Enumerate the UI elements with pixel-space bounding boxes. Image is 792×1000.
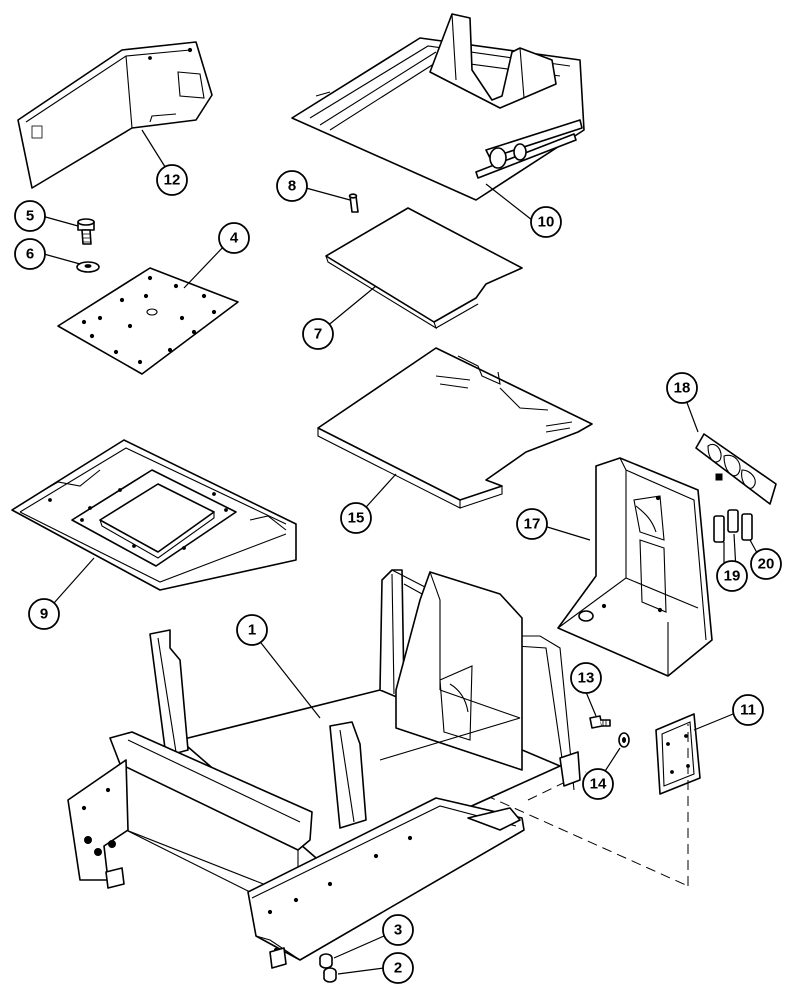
callout-11: 12 xyxy=(156,164,188,196)
callout-9: 9 xyxy=(28,598,60,630)
callout-18: 18 xyxy=(666,372,698,404)
part-7-mat xyxy=(325,207,523,330)
part-8-pin xyxy=(348,193,359,213)
callout-17: 17 xyxy=(516,508,548,540)
svg-text:13: 13 xyxy=(578,670,595,687)
svg-text:5: 5 xyxy=(26,208,34,225)
part-3-spacer xyxy=(319,953,333,969)
part-18-gasket xyxy=(695,433,777,505)
part-12-cover-plate xyxy=(655,713,701,795)
callout-13: 13 xyxy=(570,662,602,694)
svg-text:6: 6 xyxy=(26,246,34,263)
part-15-floor-mat xyxy=(317,347,593,509)
svg-text:4: 4 xyxy=(230,230,239,247)
svg-text:18: 18 xyxy=(674,380,691,397)
svg-text:1: 1 xyxy=(248,622,256,639)
svg-text:10: 10 xyxy=(538,214,555,231)
callout-14: 14 xyxy=(582,768,614,800)
svg-text:8: 8 xyxy=(288,178,296,195)
callout-8: 8 xyxy=(276,170,308,202)
svg-text:15: 15 xyxy=(348,510,365,527)
callout-3: 3 xyxy=(382,914,414,946)
callout-5: 5 xyxy=(14,200,46,232)
svg-text:14: 14 xyxy=(590,776,607,793)
part-10-floor-plate xyxy=(291,13,585,201)
part-17-console-housing xyxy=(557,457,713,677)
svg-text:3: 3 xyxy=(394,922,402,939)
svg-text:17: 17 xyxy=(524,516,541,533)
part-4-mounting-plate xyxy=(57,267,239,375)
part-11-side-panel xyxy=(17,41,213,189)
callout-1: 1 xyxy=(236,614,268,646)
svg-text:19: 19 xyxy=(724,568,741,585)
part-13-bolt xyxy=(589,715,611,729)
svg-text:11: 11 xyxy=(740,702,756,719)
callout-12: 11 xyxy=(732,694,764,726)
callout-4: 4 xyxy=(218,222,250,254)
part-9-platform xyxy=(11,439,297,591)
callout-15: 15 xyxy=(340,502,372,534)
svg-text:9: 9 xyxy=(40,606,48,623)
callout-19: 19 xyxy=(716,560,748,592)
svg-text:12: 12 xyxy=(164,172,181,189)
callout-10: 10 xyxy=(530,206,562,238)
part-14-washer xyxy=(618,732,630,748)
svg-text:20: 20 xyxy=(758,556,775,573)
callout-2: 2 xyxy=(382,952,414,984)
svg-text:2: 2 xyxy=(394,960,402,977)
part-1-main-frame xyxy=(67,569,689,969)
callout-7: 7 xyxy=(302,318,334,350)
callout-6: 6 xyxy=(14,238,46,270)
callout-20: 20 xyxy=(750,548,782,580)
part-6-washer xyxy=(76,261,100,273)
part-19-pad xyxy=(713,509,739,543)
part-20-pad xyxy=(741,513,753,541)
part-5-bolt xyxy=(77,218,95,245)
svg-text:7: 7 xyxy=(314,326,322,343)
part-2-bushing xyxy=(323,967,337,983)
